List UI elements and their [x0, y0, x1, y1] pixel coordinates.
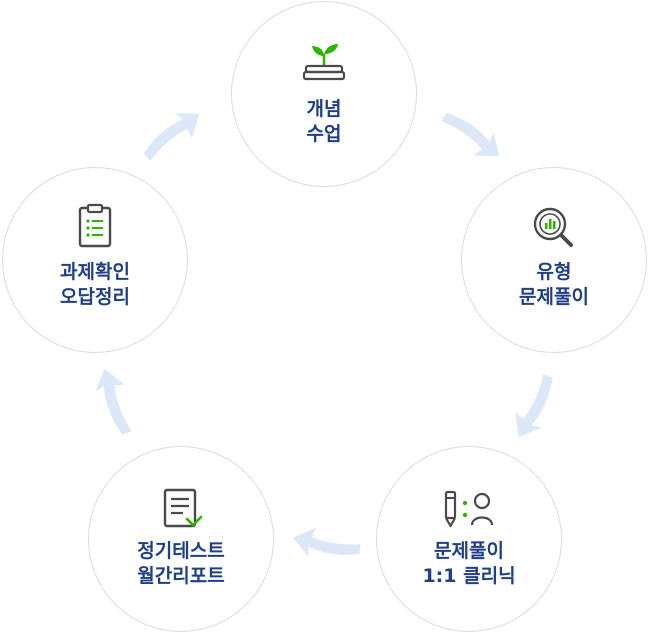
node-label-line2: 월간리포트: [137, 565, 225, 587]
clipboard-list-icon: [78, 203, 112, 248]
sprout-book-icon: [302, 44, 346, 81]
node-label-line1: 유형: [536, 261, 572, 283]
document-check-icon: [163, 488, 203, 528]
arrow-1: [435, 105, 509, 168]
node-label-line2: 문제풀이: [519, 286, 589, 308]
magnifier-chart-icon: [533, 207, 573, 247]
node-assignment-review: 과제확인 오답정리: [2, 167, 188, 353]
arrow-2: [506, 369, 561, 445]
arrow-4: [88, 363, 142, 439]
node-clinic: 문제풀이 1:1 클리닉: [376, 446, 562, 632]
node-test-report: 정기테스트 월간리포트: [88, 446, 274, 632]
node-type-problems: 유형 문제풀이: [461, 167, 647, 353]
node-label-line2: 수업: [306, 123, 342, 145]
node-label-line1: 과제확인: [60, 261, 130, 283]
arrow-5: [137, 101, 209, 169]
node-concept-lecture: 개념 수업: [231, 1, 417, 187]
pencil-person-icon: [444, 490, 494, 528]
node-label-line1: 문제풀이: [434, 540, 504, 562]
node-label-line2: 오답정리: [60, 286, 130, 308]
arrow-3: [290, 524, 362, 563]
node-label-line2: 1:1 클리닉: [422, 565, 516, 587]
node-label-line1: 개념: [306, 98, 342, 120]
node-label-line1: 정기테스트: [137, 540, 225, 562]
